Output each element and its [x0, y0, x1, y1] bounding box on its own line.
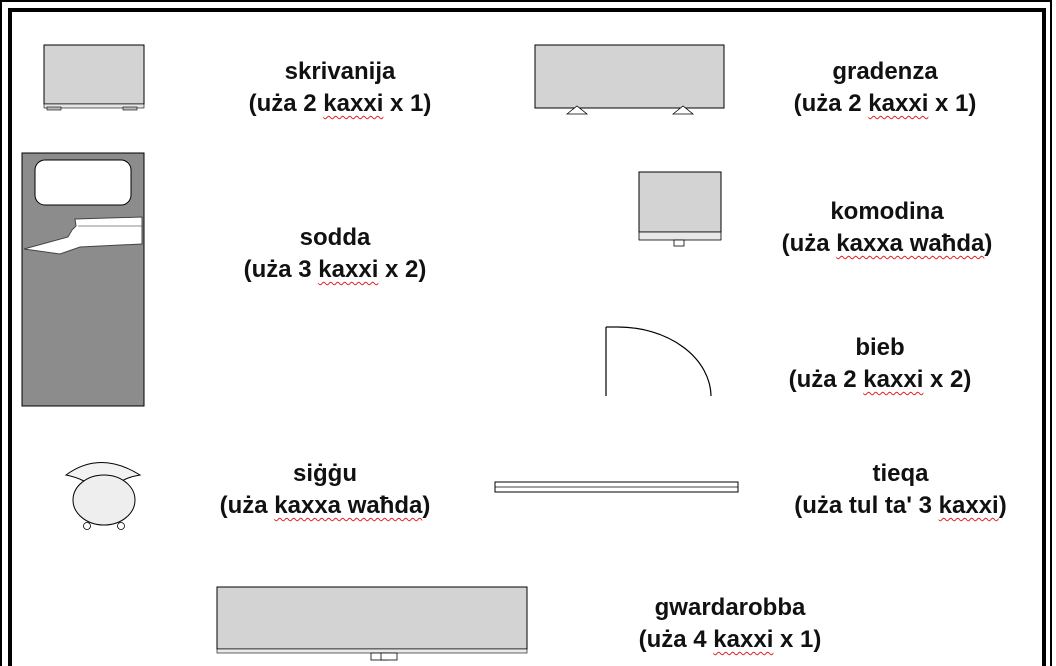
- item-name: bieb: [855, 334, 905, 361]
- item-name: gwardarobba: [654, 594, 806, 621]
- item-name: gradenza: [832, 58, 938, 85]
- item-size: (uża 2 kaxxi x 2): [788, 366, 972, 393]
- label-tieqa: tieqa (uża tul ta' 3 kaxxi): [748, 458, 1053, 522]
- desk-icon: [43, 44, 145, 111]
- nightstand-icon: [638, 171, 722, 247]
- item-size: (uża 3 kaxxi x 2): [243, 256, 427, 283]
- label-sodda: sodda (uża 3 kaxxi x 2): [190, 222, 480, 286]
- bed-icon: [21, 152, 145, 407]
- wardrobe-icon: [216, 586, 528, 661]
- window-icon: [494, 481, 739, 493]
- item-name: siġġu: [293, 460, 357, 487]
- label-siggu: siġġu (uża kaxxa waħda): [170, 458, 480, 522]
- chair-icon: [64, 462, 142, 530]
- label-bieb: bieb (uża 2 kaxxi x 2): [735, 332, 1025, 396]
- item-name: skrivanija: [284, 58, 396, 85]
- label-komodina: komodina (uża kaxxa waħda): [742, 196, 1032, 260]
- item-size: (uża tul ta' 3 kaxxi): [794, 492, 1007, 519]
- item-size: (uża 2 kaxxi x 1): [793, 90, 977, 117]
- item-name: sodda: [299, 224, 371, 251]
- label-gradenza: gradenza (uża 2 kaxxi x 1): [740, 56, 1030, 120]
- item-name: komodina: [830, 198, 944, 225]
- inner-frame: [8, 8, 1046, 666]
- label-gwardarobba: gwardarobba (uża 4 kaxxi x 1): [585, 592, 875, 656]
- door-icon: [605, 326, 712, 397]
- item-name: tieqa: [872, 460, 929, 487]
- item-size: (uża 2 kaxxi x 1): [248, 90, 432, 117]
- item-size: (uża 4 kaxxi x 1): [638, 626, 822, 653]
- item-size: (uża kaxxa waħda): [219, 492, 431, 519]
- sideboard-icon: [534, 44, 725, 115]
- label-skrivanija: skrivanija (uża 2 kaxxi x 1): [200, 56, 480, 120]
- item-size: (uża kaxxa waħda): [781, 230, 993, 257]
